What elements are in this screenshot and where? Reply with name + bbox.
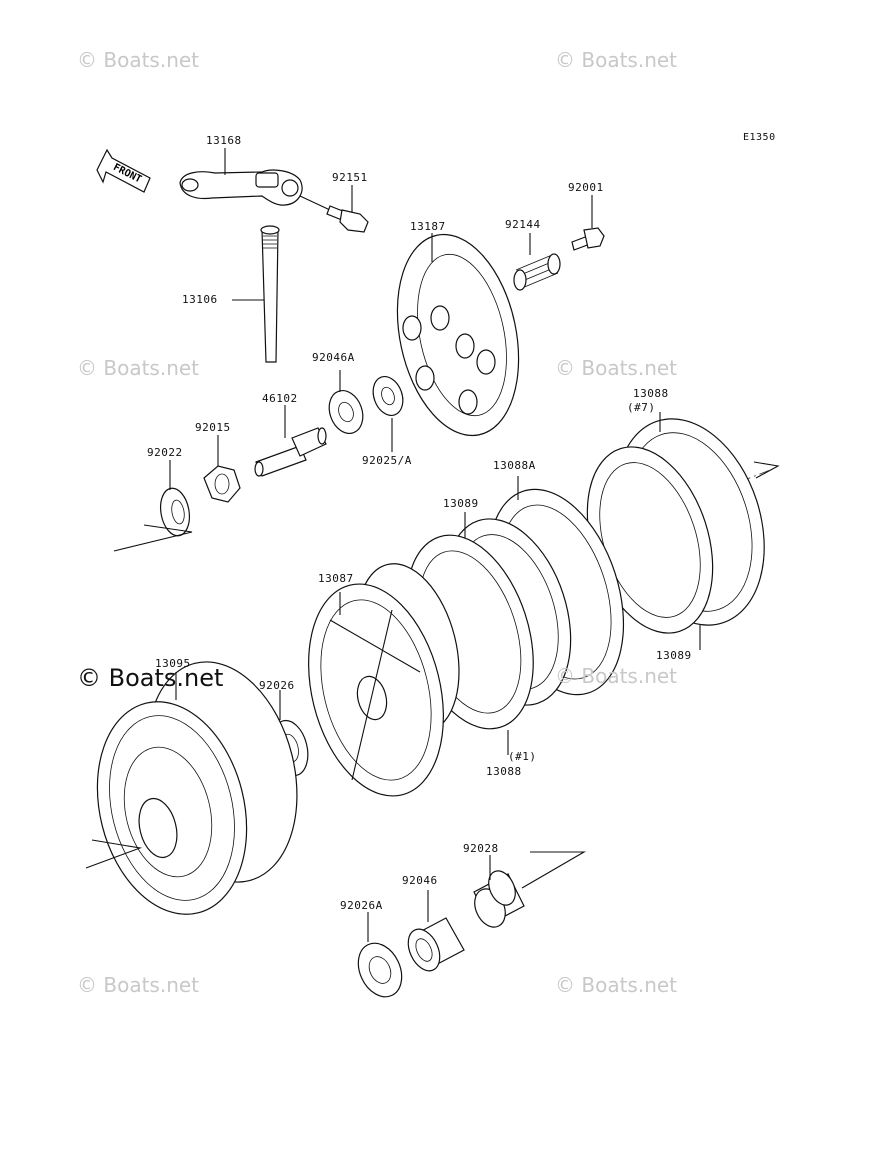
part-label-13187: 13187 (410, 220, 446, 233)
release-lever-13168 (179, 148, 303, 206)
diagram-code: E1350 (743, 132, 776, 143)
part-label-92026: 92026 (259, 679, 295, 692)
washer-92025A (372, 376, 404, 452)
washer-92026A (357, 912, 403, 998)
spring-92144 (513, 233, 561, 291)
bolt-92151 (299, 185, 369, 233)
pressure-plate-13187 (396, 233, 520, 437)
part-label-92022: 92022 (147, 446, 183, 459)
part-label-92028: 92028 (463, 842, 499, 855)
part-label-13087: 13087 (318, 572, 354, 585)
part-label-13088-bottom-note: (#1) (508, 750, 537, 763)
part-label-13089-right: 13089 (656, 649, 692, 662)
watermark-4: © Boats.net (555, 356, 678, 380)
part-label-92025A: 92025/A (362, 454, 412, 467)
shaft-13106 (232, 225, 280, 363)
part-label-46102: 46102 (262, 392, 298, 405)
part-label-13088-bottom: 13088 (486, 765, 522, 778)
front-arrow-icon: FRONT (96, 148, 151, 193)
washer-92022 (113, 460, 193, 552)
bolt-92001 (571, 195, 605, 251)
part-label-92015: 92015 (195, 421, 231, 434)
watermark-7: © Boats.net (77, 973, 200, 997)
watermark-8: © Boats.net (555, 973, 678, 997)
part-label-92144: 92144 (505, 218, 541, 231)
part-label-13089-left: 13089 (443, 497, 479, 510)
watermark-6: © Boats.net (555, 664, 678, 688)
part-label-13088A: 13088A (493, 459, 536, 472)
watermark-2: © Boats.net (555, 48, 678, 72)
part-label-92001: 92001 (568, 181, 604, 194)
nut-92015 (203, 435, 241, 503)
collar-92028 (473, 851, 587, 928)
part-label-13106: 13106 (182, 293, 218, 306)
clutch-hub-13087 (308, 563, 460, 797)
clutch-housing-13095 (85, 661, 298, 915)
part-label-92151: 92151 (332, 171, 368, 184)
watermark-1: © Boats.net (77, 48, 200, 72)
watermark-5: © Boats.net (77, 664, 224, 692)
part-label-13088-top: 13088 (633, 387, 669, 400)
part-label-13095: 13095 (155, 657, 191, 670)
part-label-92046: 92046 (402, 874, 438, 887)
part-label-13168: 13168 (206, 134, 242, 147)
part-label-92026A: 92026A (340, 899, 383, 912)
watermark-3: © Boats.net (77, 356, 200, 380)
bearing-92046A (328, 370, 364, 434)
part-label-92046A: 92046A (312, 351, 355, 364)
part-label-13088-top-note: (#7) (627, 401, 656, 414)
push-rod-46102 (254, 405, 327, 477)
needle-bearing-92046 (407, 890, 465, 972)
